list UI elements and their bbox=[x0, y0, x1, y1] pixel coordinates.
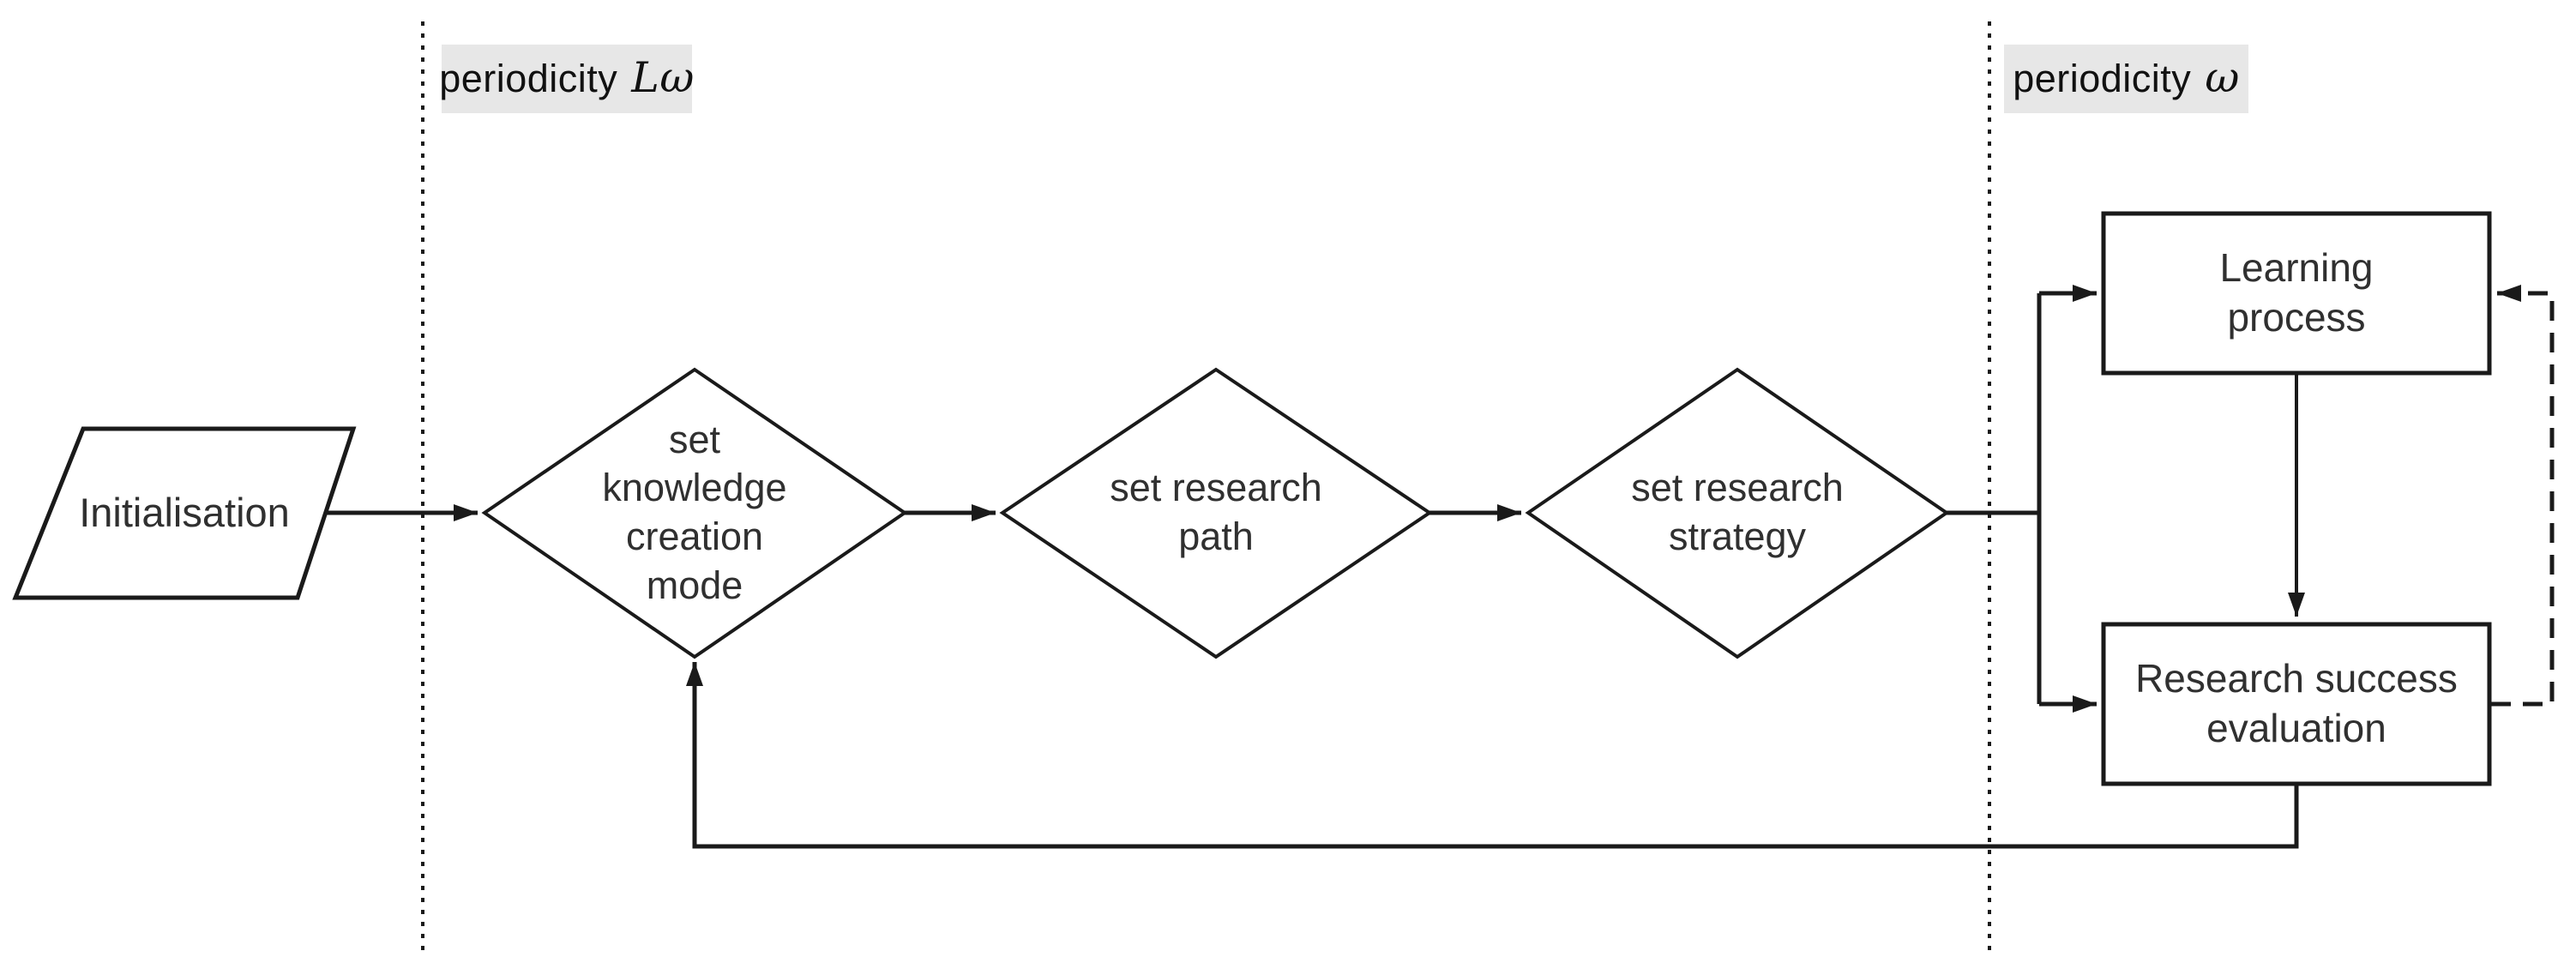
knowledge-mode-label: set knowledge creation mode bbox=[602, 417, 787, 607]
research-strategy-label: set research strategy bbox=[1631, 466, 1844, 558]
zone-label-periodicity-omega: periodicity ω bbox=[2004, 45, 2248, 113]
research-evaluation-box bbox=[2101, 622, 2492, 786]
learning-process-label: Learning process bbox=[2219, 245, 2374, 340]
learning-process-box bbox=[2101, 211, 2492, 376]
initialisation-label: Initialisation bbox=[79, 490, 290, 536]
research-path-label: set research path bbox=[1110, 466, 1322, 558]
zone-label-text: periodicity bbox=[439, 57, 618, 100]
knowledge-mode-diamond bbox=[481, 367, 908, 659]
zone-symbol-omega: ω bbox=[2205, 52, 2240, 102]
edge-dashed-evaluation-to-learning bbox=[2491, 285, 2555, 707]
research-path-diamond bbox=[999, 367, 1433, 659]
research-evaluation-label: Research success evaluation bbox=[2135, 656, 2458, 750]
edge-feedback-evaluation-to-knowledge-mode bbox=[686, 662, 2299, 849]
zone-label-text: periodicity bbox=[2013, 57, 2192, 100]
zone-symbol-L-omega: Lω bbox=[631, 52, 695, 102]
initialisation-parallelogram bbox=[12, 426, 357, 600]
zone-label-periodicity-L-omega: periodicity Lω bbox=[439, 45, 695, 113]
research-strategy-diamond bbox=[1525, 367, 1950, 659]
